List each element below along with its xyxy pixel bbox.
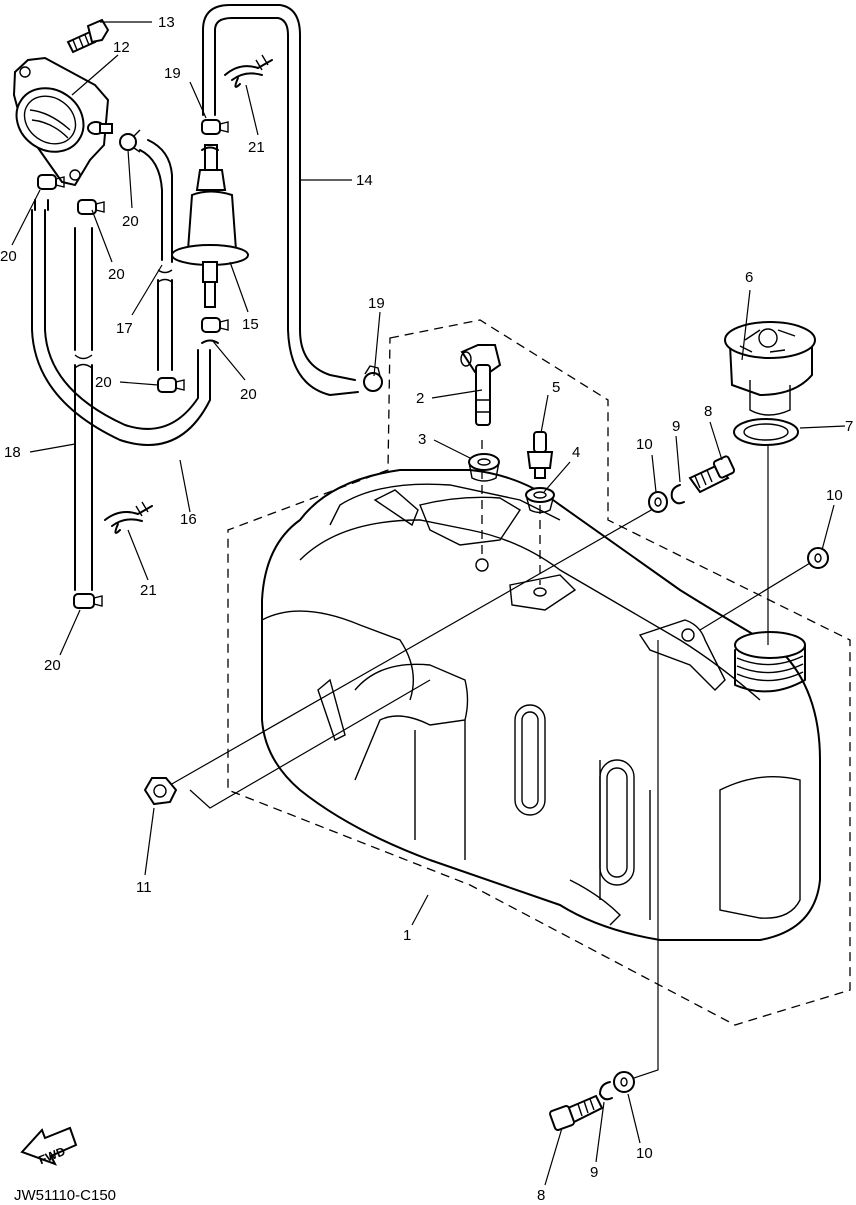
callout-21-upper: 21 bbox=[248, 139, 265, 156]
bolt-lower bbox=[549, 1094, 604, 1131]
hose-clamp-20-b bbox=[77, 199, 105, 215]
grommet bbox=[468, 453, 500, 482]
callout-12: 12 bbox=[113, 39, 130, 56]
callout-16: 16 bbox=[180, 511, 197, 528]
forward-direction-arrow: FWD bbox=[20, 1126, 78, 1167]
callout-4: 4 bbox=[572, 444, 580, 461]
callout-20-clamp-c: 20 bbox=[122, 213, 139, 230]
callout-20-left: 20 bbox=[0, 248, 17, 265]
callout-10-lower: 10 bbox=[636, 1145, 653, 1162]
fuel-pump bbox=[12, 56, 113, 187]
assembly-boundary-dashed bbox=[227, 319, 851, 1026]
mounting-line-right bbox=[699, 559, 816, 631]
fuel-hose-17 bbox=[139, 139, 173, 263]
pump-screw bbox=[66, 18, 110, 54]
callout-20-clamp-e: 20 bbox=[240, 386, 257, 403]
fuel-hose-16 bbox=[31, 209, 211, 446]
callout-20-clamp-b: 20 bbox=[108, 266, 125, 283]
callout-8-upper: 8 bbox=[704, 403, 712, 420]
callout-19-upper: 19 bbox=[164, 65, 181, 82]
washer-upper-right bbox=[807, 547, 829, 569]
callout-20-clamp-f: 20 bbox=[44, 657, 61, 674]
hose-clamp-20-d bbox=[157, 377, 185, 393]
filler-cap bbox=[724, 321, 816, 416]
hose-clamp-20-e bbox=[201, 317, 229, 333]
callout-2: 2 bbox=[416, 390, 424, 407]
spring-washer-lower bbox=[599, 1081, 613, 1101]
hose-holder-lower bbox=[104, 501, 153, 534]
bolt-upper bbox=[688, 455, 736, 494]
callout-5: 5 bbox=[552, 379, 560, 396]
fuel-tank bbox=[261, 469, 821, 941]
hose-end-lower bbox=[201, 339, 219, 344]
washer-upper-left bbox=[648, 491, 668, 513]
callout-13: 13 bbox=[158, 14, 175, 31]
callout-6: 6 bbox=[745, 269, 753, 286]
hose-end-upper bbox=[201, 146, 219, 151]
hose-clamp-19-upper bbox=[201, 119, 229, 135]
callout-14: 14 bbox=[356, 172, 373, 189]
spring-washer-upper bbox=[670, 484, 685, 505]
fuel-hose-14 bbox=[202, 4, 356, 381]
hose-clamp-20-a bbox=[37, 174, 65, 190]
callout-10-right: 10 bbox=[826, 487, 843, 504]
fuel-pickup-fitting bbox=[460, 344, 502, 426]
leader-lines bbox=[11, 21, 846, 1186]
callout-18: 18 bbox=[4, 444, 21, 461]
callout-9-upper: 9 bbox=[672, 418, 680, 435]
callout-19-lower: 19 bbox=[368, 295, 385, 312]
diagram-code: JW51110-C150 bbox=[14, 1187, 116, 1204]
callout-10-upper: 10 bbox=[636, 436, 653, 453]
fuel-filter bbox=[171, 144, 249, 308]
vent-nipple bbox=[526, 431, 554, 479]
callout-8-lower: 8 bbox=[537, 1187, 545, 1204]
fuel-hose-pump-outlet bbox=[34, 199, 49, 211]
hose-clamp-19-lower bbox=[363, 365, 383, 392]
hose-clamp-20-f bbox=[73, 593, 103, 609]
callout-11: 11 bbox=[136, 879, 152, 896]
mounting-line-rear bbox=[189, 679, 431, 809]
callout-3: 3 bbox=[418, 431, 426, 448]
washer-lower bbox=[613, 1071, 635, 1093]
hose-clamp-20-c bbox=[119, 129, 141, 153]
callout-labels: 13 12 19 21 14 20 20 20 15 17 19 6 20 20… bbox=[0, 14, 853, 1204]
hose-holder-upper bbox=[224, 54, 273, 88]
callout-20-clamp-d: 20 bbox=[95, 374, 112, 391]
callout-15: 15 bbox=[242, 316, 259, 333]
nipple-grommet bbox=[525, 487, 555, 514]
mounting-line-front bbox=[169, 504, 661, 786]
callout-9-lower: 9 bbox=[590, 1164, 598, 1181]
collar-nut bbox=[143, 777, 178, 806]
callout-21-lower: 21 bbox=[140, 582, 157, 599]
callout-7: 7 bbox=[845, 418, 853, 435]
callout-17: 17 bbox=[116, 320, 133, 337]
callout-1: 1 bbox=[403, 927, 411, 944]
mounting-line-vertical bbox=[627, 640, 659, 1081]
fuel-hose-18 bbox=[74, 227, 93, 351]
filler-cap-o-ring bbox=[733, 418, 799, 446]
